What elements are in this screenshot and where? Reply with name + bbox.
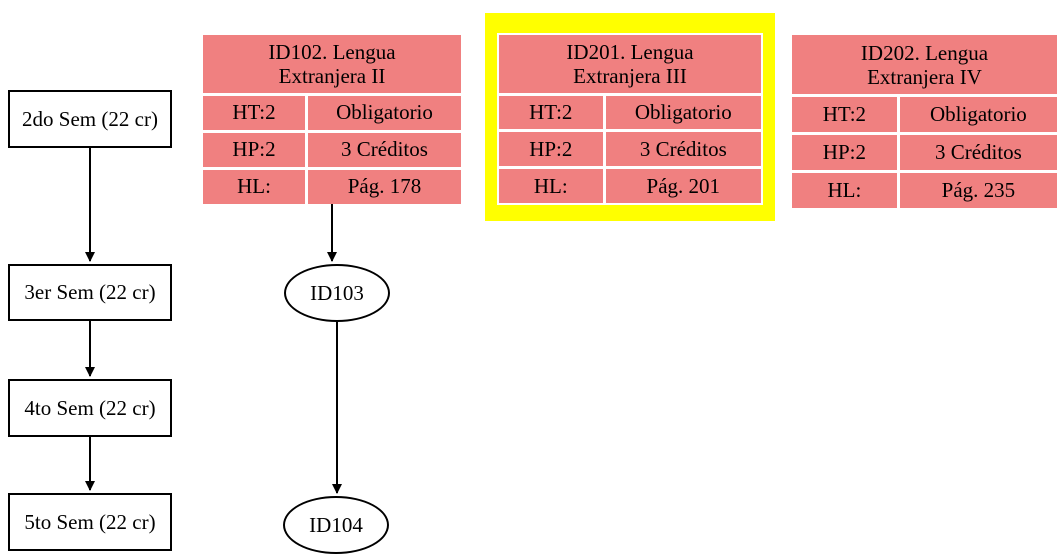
course-title: ID202. Lengua Extranjera IV — [792, 35, 1057, 95]
course-card-id202[interactable]: ID202. Lengua Extranjera IV HT:2 Obligat… — [792, 35, 1057, 208]
course-title-line1: ID202. Lengua — [860, 40, 989, 65]
course-hp-cell: HP:2 — [203, 132, 305, 167]
course-type-cell: Obligatorio — [308, 95, 461, 130]
course-card-id201-highlighted[interactable]: ID201. Lengua Extranjera III HT:2 Obliga… — [497, 33, 763, 205]
course-credits-cell: 3 Créditos — [899, 135, 1057, 171]
highlight-border-id201: ID201. Lengua Extranjera III HT:2 Obliga… — [485, 13, 775, 221]
course-ht-cell: HT:2 — [499, 95, 603, 130]
semester-label: 2do Sem (22 cr) — [22, 106, 158, 131]
oval-node-id103[interactable]: ID103 — [284, 264, 390, 322]
semester-node-5to-sem[interactable]: 5to Sem (22 cr) — [8, 493, 172, 551]
course-hl-cell: HL: — [203, 169, 305, 204]
oval-node-id104[interactable]: ID104 — [283, 496, 389, 554]
semester-node-4to-sem[interactable]: 4to Sem (22 cr) — [8, 379, 172, 437]
course-credits-cell: 3 Créditos — [308, 132, 461, 167]
oval-node-label: ID103 — [310, 280, 364, 305]
course-title-line1: ID201. Lengua — [566, 39, 694, 64]
oval-node-label: ID104 — [309, 512, 363, 537]
course-title-line2: Extranjera IV — [867, 64, 982, 89]
course-page-cell: Pág. 178 — [308, 169, 461, 204]
semester-node-2do-sem[interactable]: 2do Sem (22 cr) — [8, 90, 172, 148]
course-title-line1: ID102. Lengua — [268, 39, 396, 64]
semester-label: 5to Sem (22 cr) — [24, 509, 156, 534]
course-title: ID102. Lengua Extranjera II — [203, 35, 461, 93]
course-type-cell: Obligatorio — [605, 95, 761, 130]
course-credits-cell: 3 Créditos — [605, 132, 761, 167]
semester-label: 4to Sem (22 cr) — [24, 395, 156, 420]
course-title-line2: Extranjera III — [573, 63, 687, 88]
course-page-cell: Pág. 235 — [899, 173, 1057, 208]
course-hp-cell: HP:2 — [499, 132, 603, 167]
course-title: ID201. Lengua Extranjera III — [499, 35, 761, 93]
course-hl-cell: HL: — [499, 169, 603, 203]
semester-label: 3er Sem (22 cr) — [24, 280, 156, 304]
course-type-cell: Obligatorio — [899, 97, 1057, 133]
course-hl-cell: HL: — [792, 173, 897, 208]
course-page-cell: Pág. 201 — [605, 169, 761, 203]
course-card-id102[interactable]: ID102. Lengua Extranjera II HT:2 Obligat… — [203, 35, 461, 204]
course-title-line2: Extranjera II — [278, 63, 386, 88]
course-hp-cell: HP:2 — [792, 135, 897, 171]
course-ht-cell: HT:2 — [792, 97, 897, 133]
semester-node-3er-sem[interactable]: 3er Sem (22 cr) — [8, 264, 172, 321]
course-ht-cell: HT:2 — [203, 95, 305, 130]
